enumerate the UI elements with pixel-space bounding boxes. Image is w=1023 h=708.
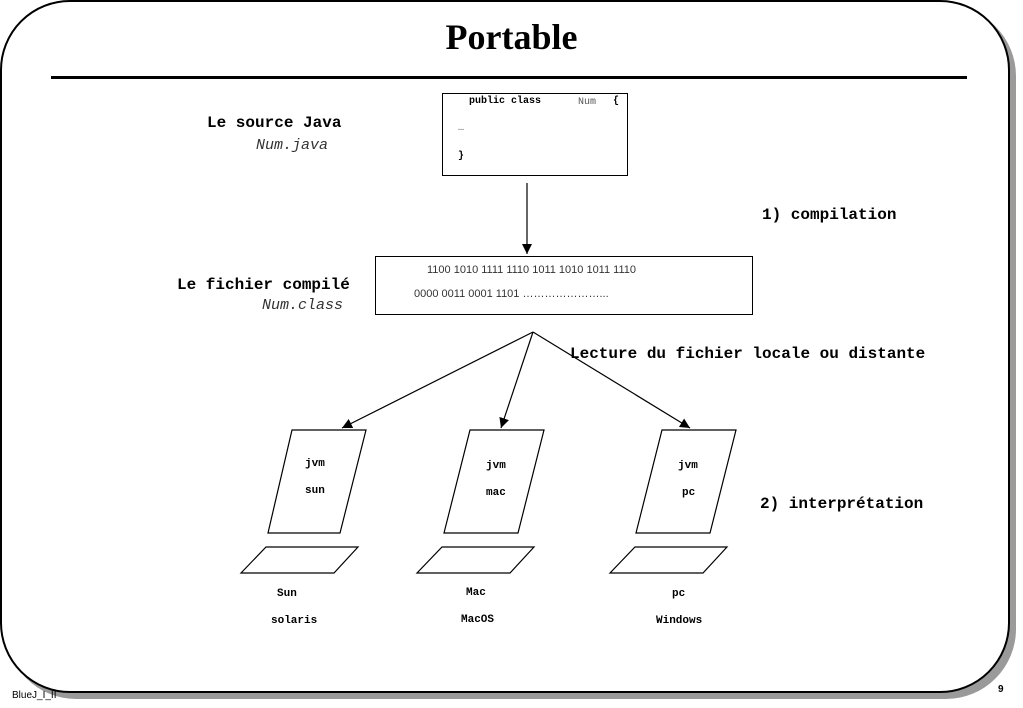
platform-pc-shape	[608, 546, 729, 574]
jvm-sun-line1: jvm	[305, 458, 325, 470]
source-label: Le source Java	[207, 114, 342, 132]
slide-title: Portable	[445, 17, 578, 57]
source-filename: Num.java	[256, 137, 329, 154]
bytecode-line-1: 1100 1010 1111 1110 1011 1010 1011 1110	[427, 264, 636, 276]
platform-pc-name: pc	[672, 588, 686, 600]
jvm-mac-shape	[443, 429, 545, 534]
platform-mac-shape	[415, 546, 536, 574]
jvm-mac-line1: jvm	[486, 460, 506, 472]
arrow-to-jvm-mac	[499, 331, 534, 429]
code-open-brace: {	[613, 96, 620, 107]
platform-mac-os: MacOS	[461, 614, 495, 626]
title-rule	[51, 76, 967, 79]
jvm-pc-line1: jvm	[678, 460, 698, 472]
compilation-label: 1) compilation	[762, 206, 897, 224]
code-class-name: Num	[578, 97, 597, 108]
platform-mac-name: Mac	[466, 587, 486, 599]
page-number: 9	[998, 684, 1004, 695]
code-close-brace: }	[458, 151, 465, 162]
platform-pc-os: Windows	[656, 615, 703, 627]
jvm-mac-line2: mac	[486, 487, 506, 499]
jvm-pc-shape	[635, 429, 737, 534]
platform-sun-shape	[239, 546, 360, 574]
jvm-pc-line2: pc	[682, 487, 696, 499]
arrow-to-jvm-sun	[341, 331, 534, 429]
platform-sun-os: solaris	[271, 615, 318, 627]
compiled-label: Le fichier compilé	[177, 276, 350, 294]
code-keyword: public class	[469, 96, 542, 107]
source-code-box	[442, 93, 628, 176]
platform-sun-name: Sun	[277, 588, 297, 600]
footer-label: BlueJ_I_II	[12, 690, 57, 701]
jvm-sun-line2: sun	[305, 485, 325, 497]
compiled-filename: Num.class	[262, 297, 344, 314]
bytecode-box	[375, 256, 753, 315]
arrow-to-jvm-pc	[532, 331, 691, 429]
interpretation-label: 2) interprétation	[760, 495, 924, 513]
jvm-sun-shape	[267, 429, 367, 534]
bytecode-line-2: 0000 0011 0001 1101 …………………...	[414, 288, 609, 300]
code-ellipsis: …	[458, 123, 465, 134]
lecture-label: Lecture du fichier locale ou distante	[570, 345, 926, 363]
